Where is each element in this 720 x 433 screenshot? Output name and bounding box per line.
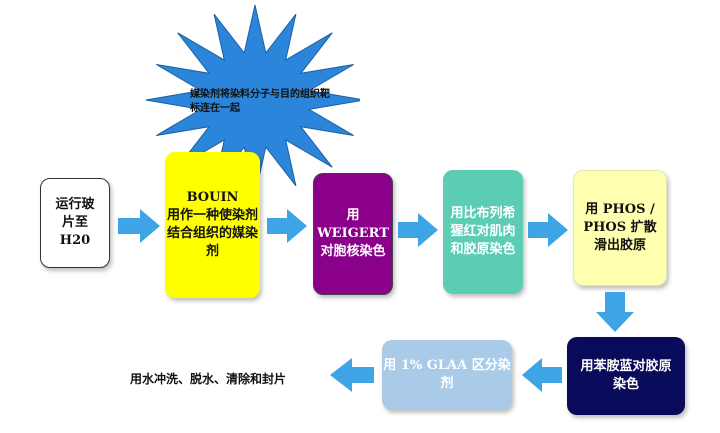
step-4-box: 用比布列希 猩红对肌肉 和胶原染色 — [443, 170, 523, 294]
burst-note: 媒染剂将染料分子与目的组织靶标连在一起 — [190, 89, 330, 114]
step-5-line-1: 用 PHOS / — [585, 202, 655, 217]
step-3-line-2: WEIGERT — [317, 226, 389, 241]
arrow-right-icon — [398, 213, 438, 247]
step-1-line-2: 片至 — [61, 215, 88, 230]
step-6-line-2: 染色 — [612, 377, 639, 392]
arrow-right-icon — [528, 213, 568, 247]
step-3-line-1: 用 — [346, 208, 360, 223]
step-1-line-1: 运行玻 — [55, 197, 95, 212]
step-4-line-1: 用比布列希 — [450, 206, 516, 221]
final-step-text: 用水冲洗、脱水、清除和封片 — [130, 372, 287, 386]
step-4-line-3: 和胶原染色 — [450, 242, 516, 257]
arrow-left-icon — [522, 358, 562, 392]
step-5-line-3: 滑出胶原 — [593, 238, 646, 253]
arrow-right-icon — [267, 209, 307, 243]
step-5-line-2: PHOS 扩散 — [583, 220, 657, 235]
step-2-line-4: 剂 — [205, 244, 219, 259]
step-7-line-1: 用 1% GLAA 区分染 — [383, 358, 511, 373]
step-5-box: 用 PHOS / PHOS 扩散 滑出胶原 — [573, 170, 667, 286]
arrow-left-icon — [330, 358, 374, 392]
step-2-line-2: 用作一种使染剂 — [166, 208, 258, 223]
step-1-box: 运行玻 片至 H20 — [40, 178, 110, 268]
step-2-box: BOUIN 用作一种使染剂 结合组织的媒染 剂 — [165, 152, 260, 298]
step-7-line-2: 剂 — [440, 376, 454, 391]
step-2-line-3: 结合组织的媒染 — [166, 226, 258, 241]
step-6-box: 用苯胺蓝对胶原 染色 — [567, 337, 685, 415]
arrow-down-icon — [596, 292, 634, 332]
step-6-line-1: 用苯胺蓝对胶原 — [580, 359, 672, 374]
step-4-line-2: 猩红对肌肉 — [450, 224, 516, 239]
step-3-box: 用 WEIGERT 对胞核染色 — [313, 173, 393, 295]
step-1-line-3: H20 — [59, 233, 91, 248]
step-2-line-1: BOUIN — [186, 190, 239, 205]
step-7-box: 用 1% GLAA 区分染 剂 — [382, 340, 512, 410]
step-3-line-3: 对胞核染色 — [320, 244, 386, 259]
arrow-right-icon — [118, 209, 160, 243]
